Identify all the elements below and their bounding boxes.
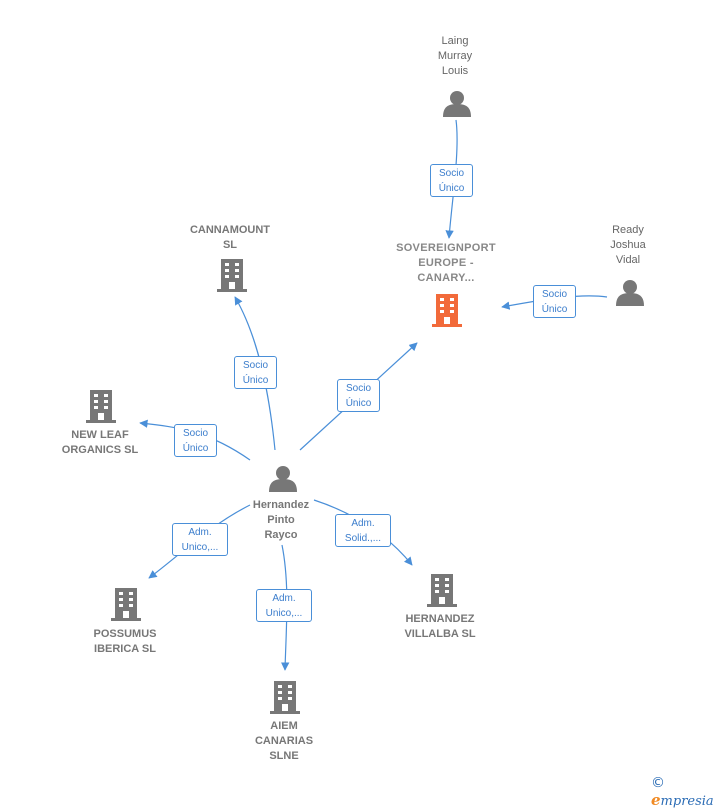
- node-label-aiem[interactable]: AIEM CANARIAS SLNE: [254, 720, 314, 762]
- building-icon[interactable]: [427, 574, 457, 607]
- building-icon-highlight[interactable]: [432, 294, 462, 327]
- node-label-hernandez[interactable]: Hernandez Pinto Rayco: [252, 499, 310, 541]
- edge-label-hernandez-newleaf[interactable]: Socio Único: [174, 424, 217, 457]
- building-icon[interactable]: [86, 390, 116, 423]
- edge-label-hernandez-possumus[interactable]: Adm. Unico,...: [172, 523, 228, 556]
- edge-label-hernandez-aiem[interactable]: Adm. Unico,...: [256, 589, 312, 622]
- person-icon[interactable]: [616, 280, 644, 306]
- node-label-cannamount[interactable]: CANNAMOUNT SL: [189, 224, 271, 251]
- edge-label-hernandez-villalba[interactable]: Adm. Solid.,...: [335, 514, 391, 547]
- building-icon[interactable]: [217, 259, 247, 292]
- empresia-logo[interactable]: © empresia: [651, 775, 728, 809]
- edge-label-hernandez-sovereign[interactable]: Socio Único: [337, 379, 380, 412]
- building-icon[interactable]: [111, 588, 141, 621]
- person-icon[interactable]: [443, 91, 471, 117]
- node-label-ready[interactable]: Ready Joshua Vidal: [610, 224, 646, 266]
- person-icon[interactable]: [269, 466, 297, 492]
- copyright-icon: ©: [651, 775, 665, 791]
- edge-label-hernandez-cannamount[interactable]: Socio Único: [234, 356, 277, 389]
- node-label-newleaf[interactable]: NEW LEAF ORGANICS SL: [61, 429, 139, 456]
- node-label-possumus[interactable]: POSSUMUS IBERICA SL: [93, 628, 157, 655]
- edge-label-ready-sovereign[interactable]: Socio Único: [533, 285, 576, 318]
- node-label-laing[interactable]: Laing Murray Louis: [437, 35, 473, 77]
- building-icon[interactable]: [270, 681, 300, 714]
- brand-name: mpresia: [660, 794, 714, 809]
- node-label-sovereignport[interactable]: SOVEREIGNPORT EUROPE - CANARY...: [396, 242, 496, 284]
- edge-label-laing-sovereign[interactable]: Socio Único: [430, 164, 473, 197]
- node-label-villalba[interactable]: HERNANDEZ VILLALBA SL: [404, 613, 476, 640]
- brand-e: e: [651, 791, 661, 809]
